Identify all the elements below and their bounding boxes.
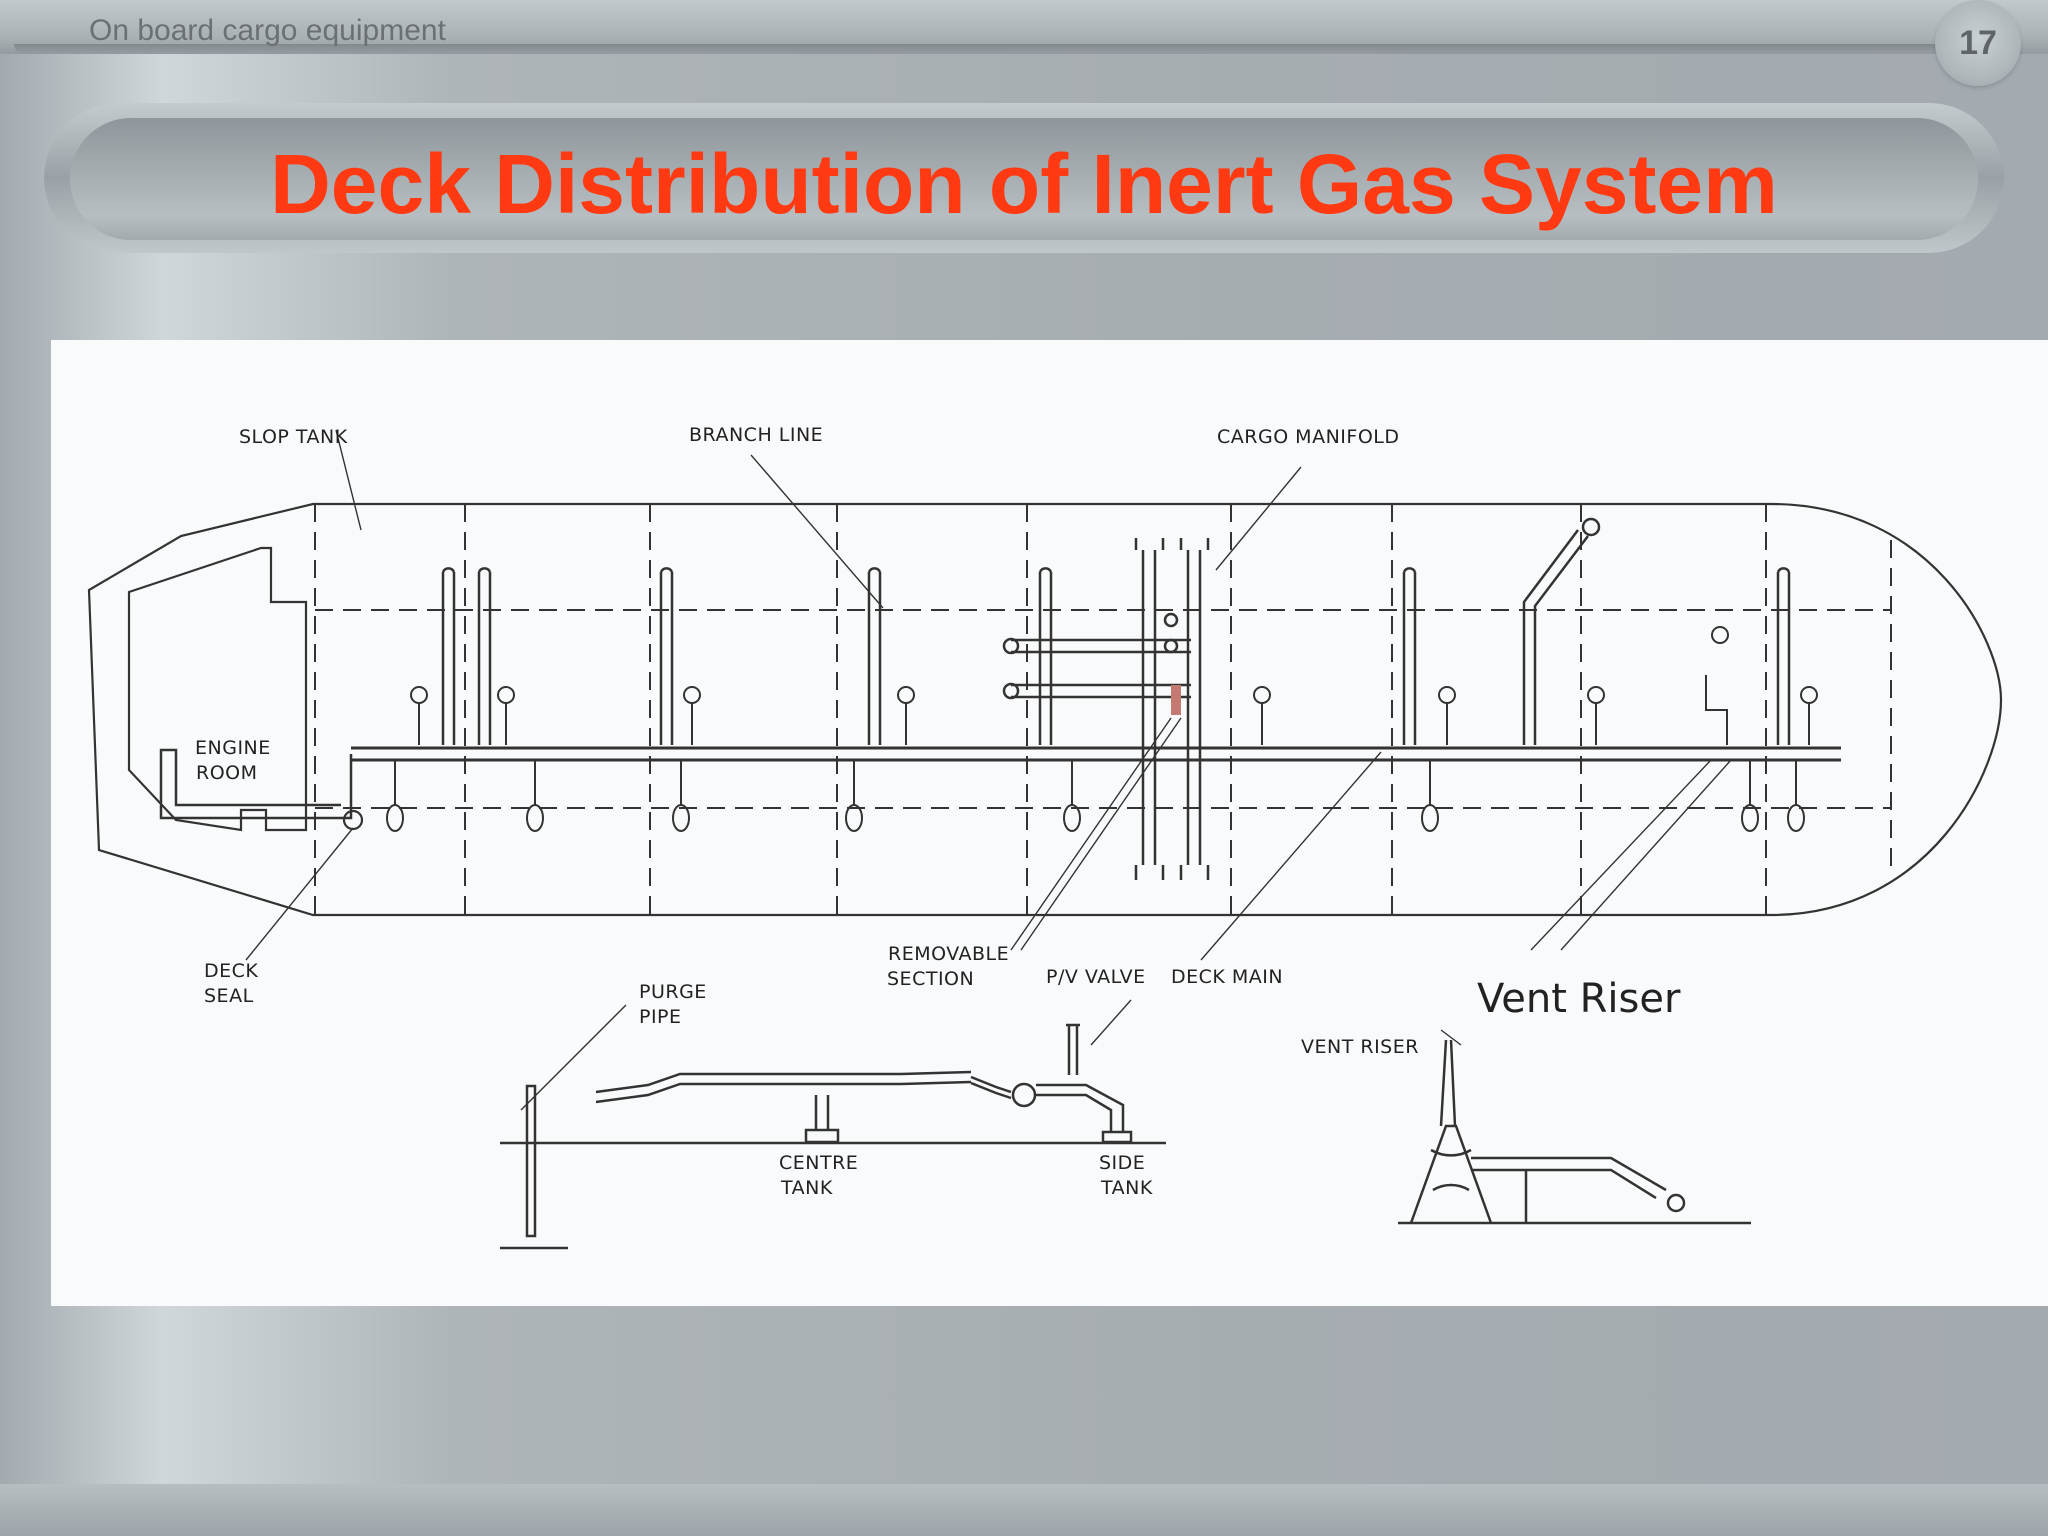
- label-slop-tank: SLOP TANK: [239, 426, 348, 448]
- vent-riser-section: [1398, 1039, 1751, 1225]
- page-number: 17: [1959, 24, 1997, 62]
- label-side-tank-2: TANK: [1100, 1177, 1153, 1199]
- label-purge-pipe-2: PIPE: [639, 1006, 682, 1028]
- title-banner-inner: [70, 118, 1978, 240]
- cargo-manifold: [1002, 538, 1210, 880]
- label-branch-line: BRANCH LINE: [689, 424, 823, 446]
- top-bar: [0, 0, 2048, 54]
- slide-title: Deck Distribution of Inert Gas System: [270, 137, 1778, 231]
- diagram-svg: SLOP TANK BRANCH LINE CARGO MANIFOLD ENG…: [87, 424, 2003, 1250]
- engine-room-outline: [127, 546, 308, 832]
- label-deck-seal-1: DECK: [204, 960, 258, 982]
- inert-gas-diagram: SLOP TANK BRANCH LINE CARGO MANIFOLD ENG…: [51, 340, 2048, 1306]
- label-removable-section-1: REMOVABLE: [888, 943, 1009, 965]
- label-vent-riser-big: Vent Riser: [1477, 976, 1681, 1022]
- label-vent-riser-small: VENT RISER: [1301, 1036, 1419, 1058]
- top-bar-shadow: [14, 44, 1974, 54]
- hull-outline: [87, 502, 2003, 917]
- label-deck-main: DECK MAIN: [1171, 966, 1283, 988]
- purge-pipe-section: [500, 1023, 1166, 1250]
- label-centre-tank-2: TANK: [780, 1177, 833, 1199]
- slide-subtitle: On board cargo equipment: [89, 14, 446, 47]
- label-pv-valve: P/V VALVE: [1046, 966, 1146, 988]
- label-engine-room-1: ENGINE: [195, 737, 271, 759]
- removable-section-highlight: [1171, 685, 1181, 715]
- label-centre-tank-1: CENTRE: [779, 1152, 858, 1174]
- label-side-tank-1: SIDE: [1099, 1152, 1145, 1174]
- label-purge-pipe-1: PURGE: [639, 981, 707, 1003]
- label-removable-section-2: SECTION: [887, 968, 974, 990]
- page-number-badge: 17: [1935, 0, 2021, 86]
- label-deck-seal-2: SEAL: [204, 985, 254, 1007]
- bottom-bar: [0, 1484, 2048, 1536]
- label-engine-room-2: ROOM: [196, 762, 258, 784]
- label-cargo-manifold: CARGO MANIFOLD: [1217, 426, 1400, 448]
